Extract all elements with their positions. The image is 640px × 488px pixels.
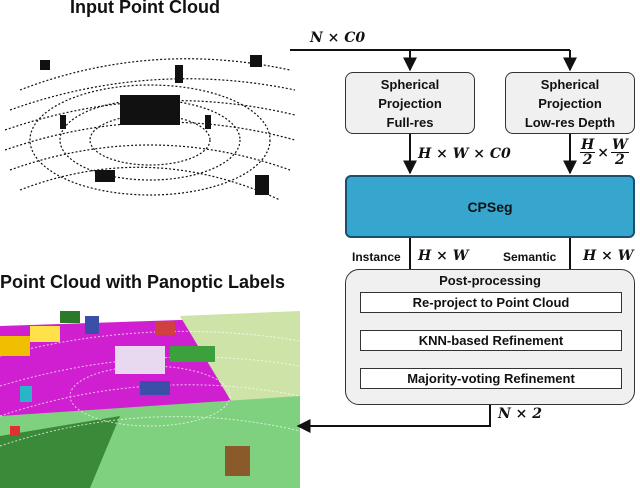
panoptic-point-cloud-image xyxy=(0,296,300,488)
low-res-two-b: 2 xyxy=(614,152,625,168)
input-title: Input Point Cloud xyxy=(70,0,220,17)
cpseg-box: CPSeg xyxy=(345,175,635,238)
low-res-times: × xyxy=(597,144,609,161)
post-processing-title: Post-processing xyxy=(439,273,541,288)
output-title: Point Cloud with Panoptic Labels xyxy=(0,272,286,292)
low-res-w: W xyxy=(610,137,629,153)
box-full-line-2: Projection xyxy=(378,95,442,111)
step-majority-voting: Majority-voting Refinement xyxy=(360,368,622,389)
box-low-line-2: Projection xyxy=(538,95,602,111)
step-knn-refinement: KNN-based Refinement xyxy=(360,330,622,351)
box-low-line-1: Spherical xyxy=(540,76,600,92)
spherical-projection-low-res-box: Spherical Projection Low-res Depth xyxy=(505,72,635,134)
semantic-dim-label: H × W xyxy=(583,248,634,264)
box-low-line-3: Low-res Depth xyxy=(524,114,616,130)
low-res-two-a: 2 xyxy=(582,152,593,168)
instance-dim-label: H × W xyxy=(418,248,469,264)
instance-label: Instance xyxy=(352,250,401,264)
output-dim-label: N × 2 xyxy=(498,406,543,422)
low-res-h: H xyxy=(580,137,596,153)
full-res-dim-label: H × W × C0 xyxy=(418,146,511,162)
semantic-label: Semantic xyxy=(503,250,557,264)
step-reproject: Re-project to Point Cloud xyxy=(360,292,622,313)
input-point-cloud-image xyxy=(0,20,300,220)
input-dim-label: N × C0 xyxy=(310,30,366,46)
box-full-line-3: Full-res xyxy=(386,114,434,130)
box-full-line-1: Spherical xyxy=(380,76,440,92)
spherical-projection-full-res-box: Spherical Projection Full-res xyxy=(345,72,475,134)
